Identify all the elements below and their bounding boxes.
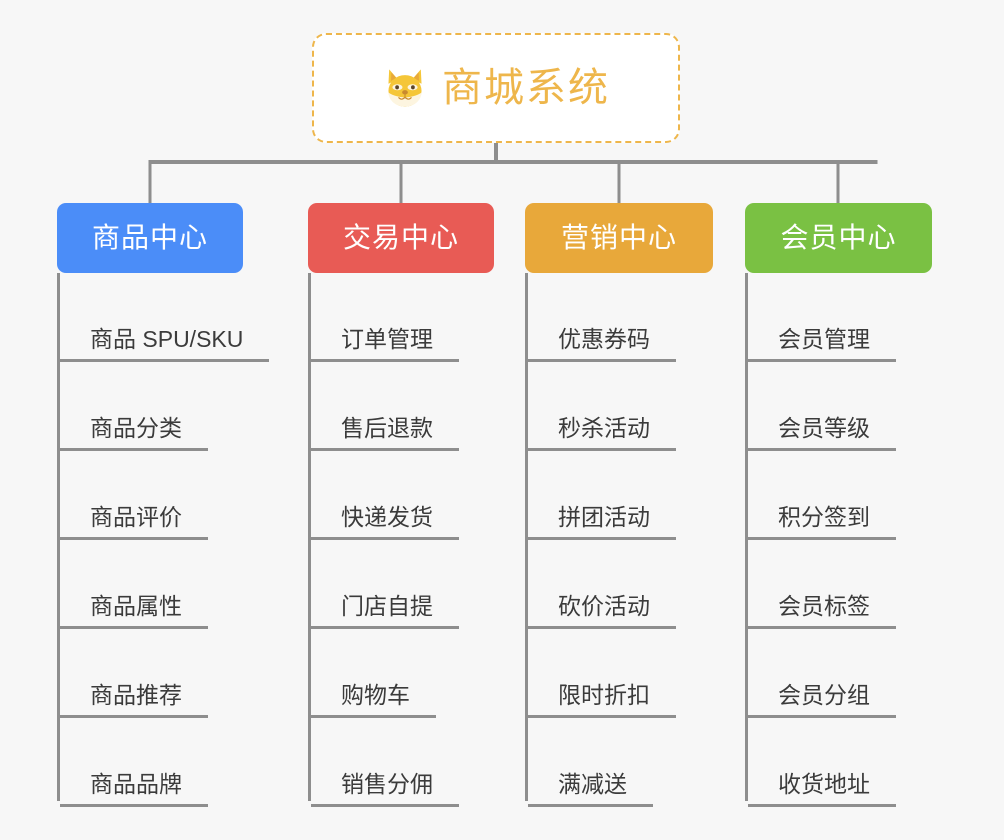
leaf-underline: 商品评价: [60, 506, 208, 540]
leaf-underline: 商品推荐: [60, 684, 208, 718]
leaf-underline: 会员管理: [748, 328, 896, 362]
leaf-label: 优惠券码: [558, 326, 650, 352]
leaf-item[interactable]: 商品分类: [57, 362, 269, 451]
leaf-underline: 秒杀活动: [528, 417, 676, 451]
leaf-label: 订单管理: [341, 326, 433, 352]
leaf-label: 商品分类: [90, 415, 182, 441]
leaf-label: 收货地址: [778, 771, 870, 797]
leaf-label: 商品评价: [90, 504, 182, 530]
leaf-item[interactable]: 会员管理: [745, 273, 896, 362]
leaf-underline: 满减送: [528, 773, 653, 807]
leaf-list-product: 商品 SPU/SKU 商品分类 商品评价 商品属性 商品推荐: [57, 273, 270, 807]
leaf-item[interactable]: 限时折扣: [525, 629, 676, 718]
leaf-label: 门店自提: [341, 593, 433, 619]
leaf-item[interactable]: 砍价活动: [525, 540, 676, 629]
leaf-underline: 会员标签: [748, 595, 896, 629]
leaf-item[interactable]: 商品属性: [57, 540, 269, 629]
leaf-item[interactable]: 商品 SPU/SKU: [57, 273, 270, 362]
leaf-label: 购物车: [341, 682, 410, 708]
leaf-underline: 优惠券码: [528, 328, 676, 362]
leaf-label: 会员标签: [778, 593, 870, 619]
leaf-underline: 订单管理: [311, 328, 459, 362]
leaf-label: 会员等级: [778, 415, 870, 441]
leaf-item[interactable]: 优惠券码: [525, 273, 676, 362]
leaf-underline: 收货地址: [748, 773, 896, 807]
leaf-underline: 会员等级: [748, 417, 896, 451]
branch-column-marketing: 营销中心 优惠券码 秒杀活动 拼团活动 砍价活动: [525, 203, 713, 807]
leaf-underline: 销售分佣: [311, 773, 459, 807]
leaf-item[interactable]: 会员分组: [745, 629, 896, 718]
leaf-label: 积分签到: [778, 504, 870, 530]
leaf-item[interactable]: 会员等级: [745, 362, 896, 451]
branch-header-member[interactable]: 会员中心: [745, 203, 932, 273]
leaf-label: 快递发货: [341, 504, 433, 530]
leaf-underline: 限时折扣: [528, 684, 676, 718]
leaf-underline: 商品品牌: [60, 773, 208, 807]
leaf-label: 销售分佣: [341, 771, 433, 797]
branch-column-product: 商品中心 商品 SPU/SKU 商品分类 商品评价 商品属性: [57, 203, 270, 807]
leaf-list-trade: 订单管理 售后退款 快递发货 门店自提 购物车: [308, 273, 459, 807]
leaf-underline: 门店自提: [311, 595, 459, 629]
branch-header-label: 会员中心: [780, 222, 897, 253]
leaf-item[interactable]: 收货地址: [745, 718, 896, 807]
leaf-label: 拼团活动: [558, 504, 650, 530]
leaf-label: 商品推荐: [90, 682, 182, 708]
root-title: 商城系统: [442, 66, 610, 110]
leaf-item[interactable]: 秒杀活动: [525, 362, 676, 451]
leaf-item[interactable]: 快递发货: [308, 451, 459, 540]
leaf-underline: 商品属性: [60, 595, 208, 629]
branch-column-trade: 交易中心 订单管理 售后退款 快递发货 门店自提: [308, 203, 494, 807]
leaf-label: 满减送: [558, 771, 627, 797]
leaf-label: 砍价活动: [558, 593, 650, 619]
root-node[interactable]: 商城系统: [312, 33, 680, 143]
leaf-item[interactable]: 满减送: [525, 718, 676, 807]
leaf-item[interactable]: 拼团活动: [525, 451, 676, 540]
branch-column-member: 会员中心 会员管理 会员等级 积分签到 会员标签: [745, 203, 932, 807]
branch-header-trade[interactable]: 交易中心: [308, 203, 494, 273]
leaf-underline: 快递发货: [311, 506, 459, 540]
leaf-underline: 购物车: [311, 684, 436, 718]
leaf-underline: 积分签到: [748, 506, 896, 540]
leaf-label: 售后退款: [341, 415, 433, 441]
leaf-label: 会员分组: [778, 682, 870, 708]
leaf-underline: 拼团活动: [528, 506, 676, 540]
leaf-label: 限时折扣: [558, 682, 650, 708]
branch-header-label: 营销中心: [560, 222, 677, 253]
branch-header-marketing[interactable]: 营销中心: [525, 203, 713, 273]
leaf-underline: 商品 SPU/SKU: [60, 326, 270, 362]
branch-spine: [525, 273, 528, 801]
leaf-item[interactable]: 商品品牌: [57, 718, 269, 807]
leaf-underline: 砍价活动: [528, 595, 676, 629]
leaf-item[interactable]: 售后退款: [308, 362, 459, 451]
leaf-list-marketing: 优惠券码 秒杀活动 拼团活动 砍价活动 限时折扣: [525, 273, 676, 807]
leaf-item[interactable]: 门店自提: [308, 540, 459, 629]
branch-spine: [308, 273, 311, 801]
leaf-item[interactable]: 积分签到: [745, 451, 896, 540]
branch-spine: [745, 273, 748, 801]
leaf-item[interactable]: 购物车: [308, 629, 459, 718]
leaf-item[interactable]: 商品评价: [57, 451, 269, 540]
leaf-label: 秒杀活动: [558, 415, 650, 441]
branch-spine: [57, 273, 60, 801]
leaf-list-member: 会员管理 会员等级 积分签到 会员标签 会员分组: [745, 273, 896, 807]
leaf-underline: 售后退款: [311, 417, 459, 451]
leaf-label: 商品品牌: [90, 771, 182, 797]
shiba-dog-emoji: [388, 69, 422, 109]
branch-header-label: 交易中心: [342, 222, 459, 253]
leaf-item[interactable]: 会员标签: [745, 540, 896, 629]
leaf-label: 商品 SPU/SKU: [90, 326, 244, 352]
leaf-underline: 商品分类: [60, 417, 208, 451]
leaf-item[interactable]: 订单管理: [308, 273, 459, 362]
leaf-underline: 会员分组: [748, 684, 896, 718]
leaf-item[interactable]: 商品推荐: [57, 629, 269, 718]
branch-header-label: 商品中心: [91, 222, 208, 253]
leaf-item[interactable]: 销售分佣: [308, 718, 459, 807]
leaf-label: 商品属性: [90, 593, 182, 619]
leaf-label: 会员管理: [778, 326, 870, 352]
branch-header-product[interactable]: 商品中心: [57, 203, 243, 273]
